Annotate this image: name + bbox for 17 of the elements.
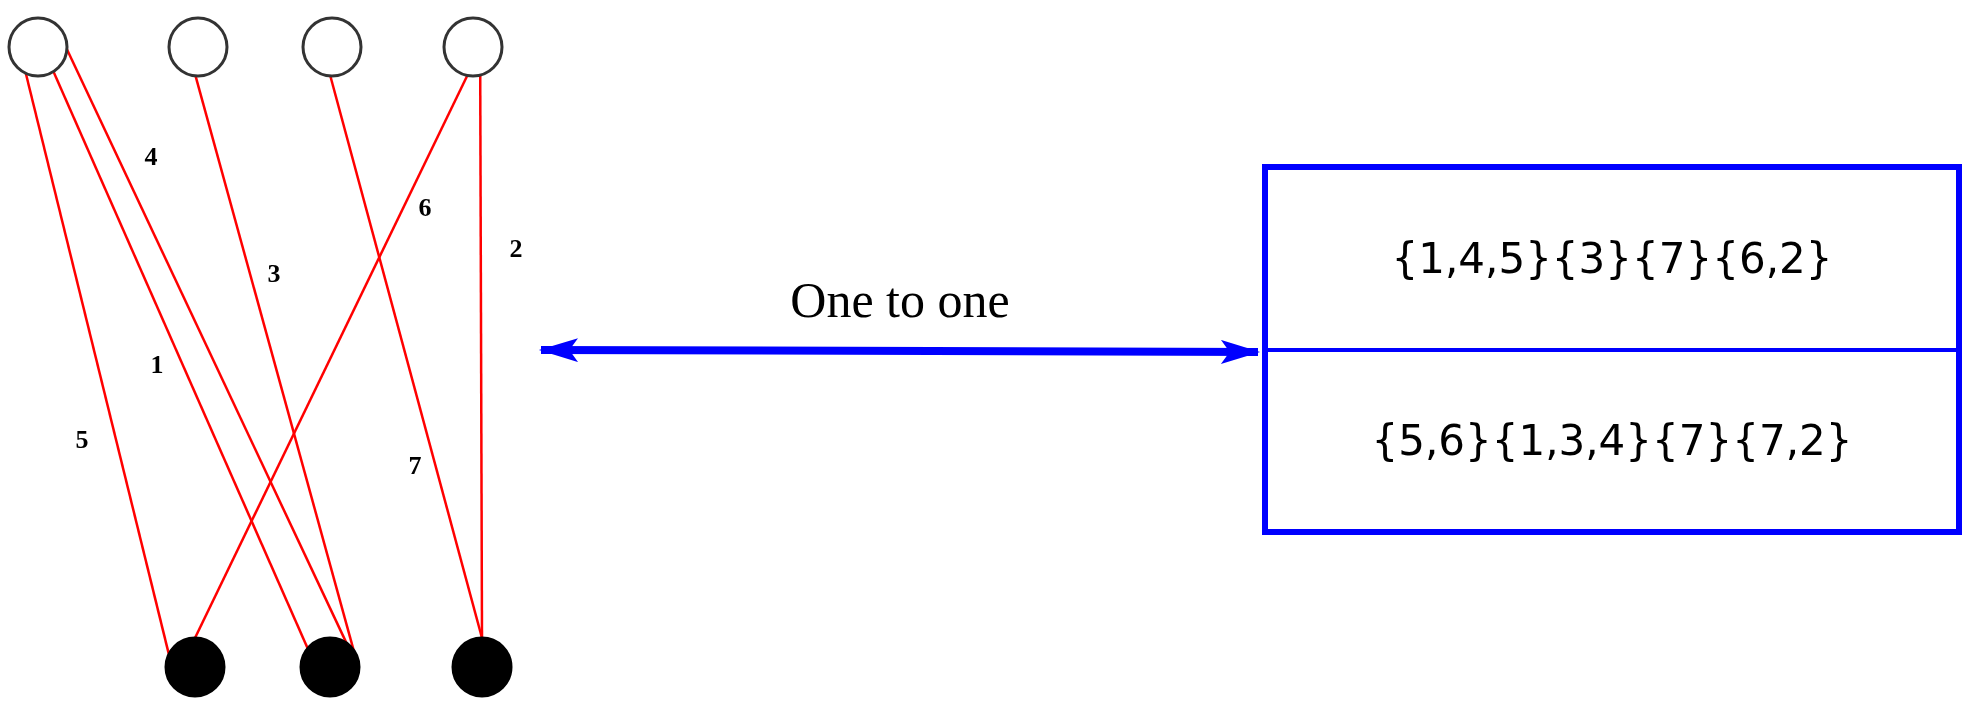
connector-line [193, 74, 469, 639]
filled-circle [451, 636, 513, 698]
connector-line [52, 71, 309, 649]
filled-circle [164, 636, 226, 698]
hollow-circle [301, 16, 363, 78]
filled-circle [299, 636, 361, 698]
set-list-text: {5,6}{1,3,4}{7}{7,2} [1371, 415, 1853, 465]
set-list-text: {1,4,5}{3}{7}{6,2} [1391, 234, 1833, 284]
double-arrow [538, 338, 1261, 364]
hollow-circle [7, 16, 69, 78]
hollow-circle [167, 16, 229, 78]
hollow-circle [442, 16, 504, 78]
connector-line [24, 73, 171, 655]
connector-line [329, 75, 484, 639]
table-box [1262, 164, 1962, 535]
connector-line [478, 75, 484, 638]
connector-line [65, 48, 348, 644]
